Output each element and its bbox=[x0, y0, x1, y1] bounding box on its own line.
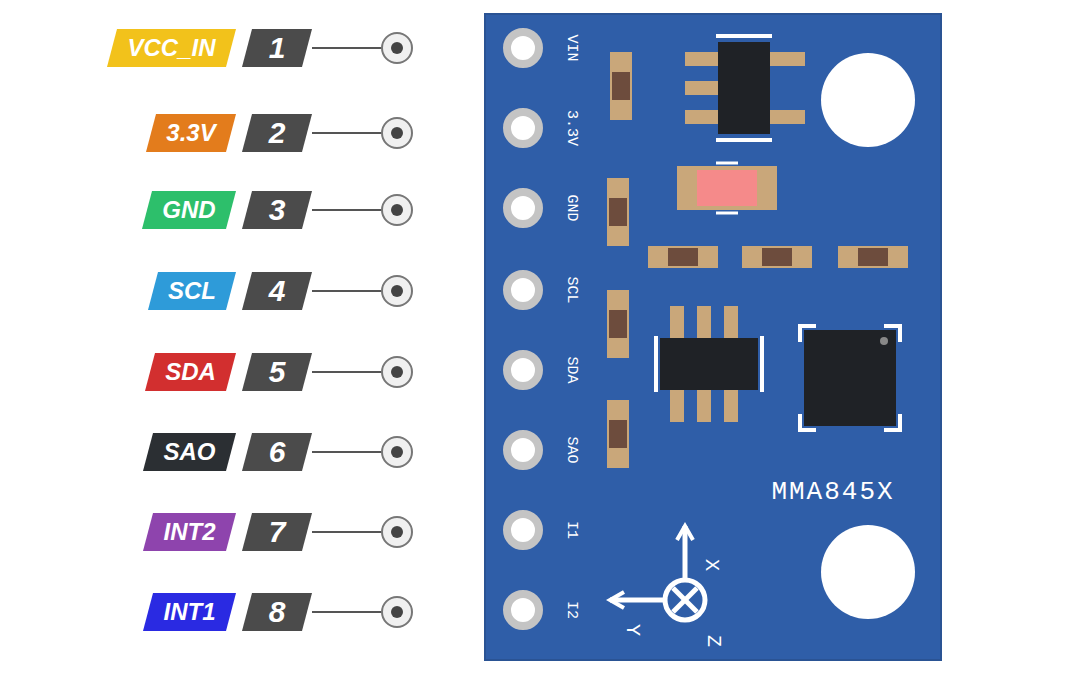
accelerometer-chip bbox=[800, 326, 900, 430]
signal-name: SCL bbox=[168, 277, 216, 305]
pin-label: 3.3V bbox=[563, 110, 580, 146]
tag-fill bbox=[242, 353, 312, 391]
signal-tag: SDA bbox=[145, 353, 236, 391]
pin-number: 1 bbox=[242, 29, 312, 67]
pin-number-text: 3 bbox=[269, 193, 286, 227]
axis-label: Z bbox=[702, 635, 725, 647]
tag-fill bbox=[242, 272, 312, 310]
pin-label: I2 bbox=[563, 601, 580, 619]
regulator-ic bbox=[685, 36, 805, 140]
tag-fill bbox=[242, 114, 312, 152]
tag-fill bbox=[148, 272, 236, 310]
axis-symbol bbox=[610, 526, 705, 620]
led bbox=[677, 163, 777, 213]
pin-label: SCL bbox=[563, 276, 580, 303]
pin-number: 2 bbox=[242, 114, 312, 152]
signal-tag: INT1 bbox=[143, 593, 236, 631]
signal-tag: SAO bbox=[143, 433, 236, 471]
signal-name: GND bbox=[162, 196, 215, 224]
signal-tag: VCC_IN bbox=[107, 29, 236, 67]
signal-name: SDA bbox=[165, 358, 216, 386]
axis-label: X bbox=[700, 559, 723, 571]
board-name: MMA845X bbox=[771, 477, 894, 507]
tag-fill bbox=[242, 191, 312, 229]
signal-tag: GND bbox=[142, 191, 236, 229]
signal-tag: INT2 bbox=[143, 513, 236, 551]
signal-name: INT2 bbox=[163, 518, 215, 546]
pin-marker-dots bbox=[391, 42, 403, 618]
pin-wires bbox=[312, 48, 382, 612]
tag-fill bbox=[242, 593, 312, 631]
pin-number: 8 bbox=[242, 593, 312, 631]
pin-number: 4 bbox=[242, 272, 312, 310]
tag-fill bbox=[143, 593, 236, 631]
tag-fill bbox=[145, 353, 236, 391]
tag-fill bbox=[146, 114, 236, 152]
tag-fill bbox=[242, 29, 312, 67]
level-shifter-ic bbox=[656, 306, 762, 422]
signal-name: INT1 bbox=[163, 598, 215, 626]
tag-fill bbox=[143, 433, 236, 471]
pin-number-text: 5 bbox=[269, 355, 286, 389]
pcb-board bbox=[485, 14, 941, 660]
pin-label: GND bbox=[563, 194, 580, 221]
pin-number: 3 bbox=[242, 191, 312, 229]
pin-number: 6 bbox=[242, 433, 312, 471]
tag-fill bbox=[242, 433, 312, 471]
header-holes bbox=[507, 32, 539, 626]
pin-markers bbox=[382, 33, 412, 627]
pin-number-text: 8 bbox=[269, 595, 286, 629]
pin-number-text: 2 bbox=[269, 116, 286, 150]
pin-number-text: 4 bbox=[269, 274, 286, 308]
axis-label: Y bbox=[621, 624, 644, 636]
pin-label: I1 bbox=[563, 521, 580, 539]
signal-name: VCC_IN bbox=[127, 34, 215, 62]
pin-number-text: 6 bbox=[269, 435, 286, 469]
tag-fill bbox=[107, 29, 236, 67]
signal-name: SAO bbox=[163, 438, 215, 466]
pin-label: SAO bbox=[563, 436, 580, 463]
pin-label: VIN bbox=[563, 34, 580, 61]
pin-number-text: 1 bbox=[269, 31, 286, 65]
tag-fill bbox=[143, 513, 236, 551]
pin-label: SDA bbox=[563, 356, 580, 383]
signal-tag: 3.3V bbox=[146, 114, 236, 152]
pin-number-text: 7 bbox=[269, 515, 286, 549]
pin-number: 7 bbox=[242, 513, 312, 551]
tag-fill bbox=[242, 513, 312, 551]
signal-name: 3.3V bbox=[166, 119, 215, 147]
tag-fill bbox=[142, 191, 236, 229]
pin-number: 5 bbox=[242, 353, 312, 391]
signal-tag: SCL bbox=[148, 272, 236, 310]
